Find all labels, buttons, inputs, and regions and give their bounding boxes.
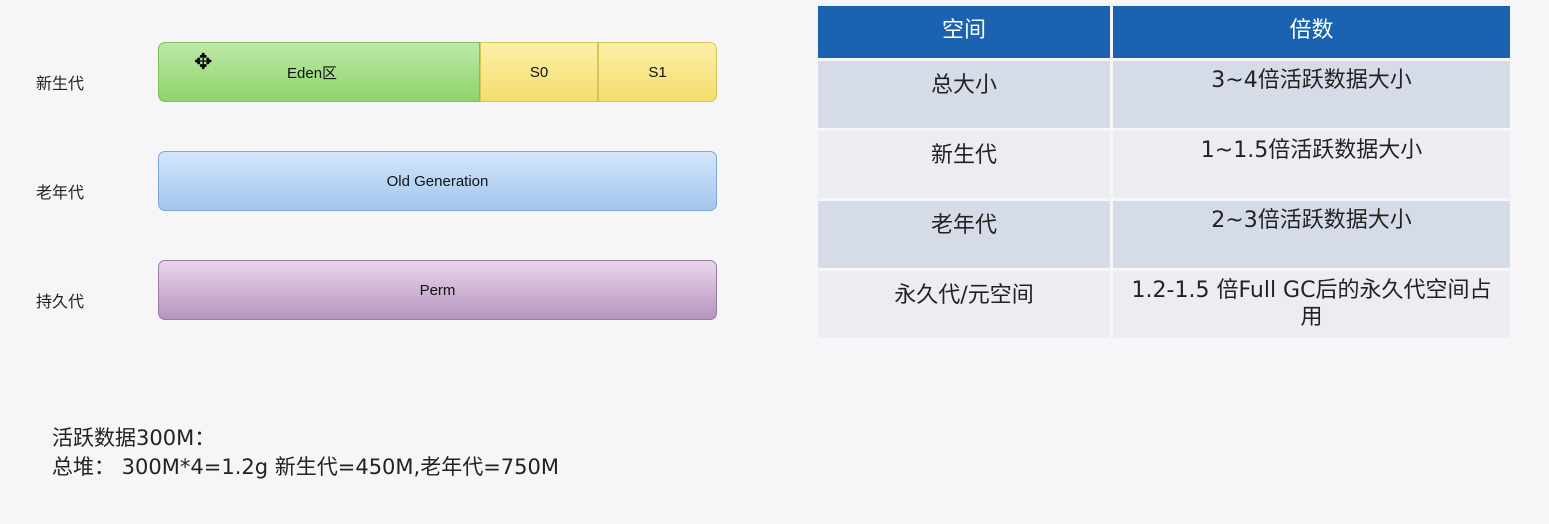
row-space-cell: 老年代 xyxy=(818,201,1110,268)
table-row: 新生代 1~1.5倍活跃数据大小 xyxy=(818,131,1510,198)
table-row: 总大小 3~4倍活跃数据大小 xyxy=(818,61,1510,128)
header-multiple: 倍数 xyxy=(1113,6,1510,58)
table-row: 老年代 2~3倍活跃数据大小 xyxy=(818,201,1510,268)
generation-size-table: 空间 倍数 总大小 3~4倍活跃数据大小 新生代 1~1.5倍活跃数据大小 老年… xyxy=(815,3,1513,341)
row-multiple-cell: 1.2-1.5 倍Full GC后的永久代空间占用 xyxy=(1113,271,1510,338)
move-cursor-icon: ✥ xyxy=(194,50,213,75)
survivor-s1-region: S1 xyxy=(598,42,717,102)
s0-label: S0 xyxy=(529,63,549,81)
old-generation-bar-label: Old Generation xyxy=(386,172,489,190)
table-header-row: 空间 倍数 xyxy=(818,6,1510,58)
s1-label: S1 xyxy=(648,63,667,81)
eden-label: Eden区 xyxy=(287,64,338,82)
row-multiple-cell: 2~3倍活跃数据大小 xyxy=(1113,201,1510,268)
note-heap-calculation: 总堆： 300M*4=1.2g 新生代=450M,老年代=750M xyxy=(52,455,560,479)
eden-region: Eden区 xyxy=(158,42,480,102)
row-multiple-cell: 3~4倍活跃数据大小 xyxy=(1113,61,1510,128)
row-space-cell: 总大小 xyxy=(818,61,1110,128)
old-generation-label: 老年代 xyxy=(36,183,85,202)
table-row: 永久代/元空间 1.2-1.5 倍Full GC后的永久代空间占用 xyxy=(818,271,1510,338)
row-space-cell: 新生代 xyxy=(818,131,1110,198)
young-generation-label: 新生代 xyxy=(36,74,85,93)
row-multiple-cell: 1~1.5倍活跃数据大小 xyxy=(1113,131,1510,198)
perm-generation-bar-label: Perm xyxy=(419,281,456,299)
perm-generation-bar: Perm xyxy=(158,260,717,320)
header-space: 空间 xyxy=(818,6,1110,58)
survivor-s0-region: S0 xyxy=(480,42,598,102)
old-generation-bar: Old Generation xyxy=(158,151,717,211)
perm-generation-label: 持久代 xyxy=(36,292,85,311)
note-active-data: 活跃数据300M： xyxy=(52,426,216,450)
row-space-cell: 永久代/元空间 xyxy=(818,271,1110,338)
